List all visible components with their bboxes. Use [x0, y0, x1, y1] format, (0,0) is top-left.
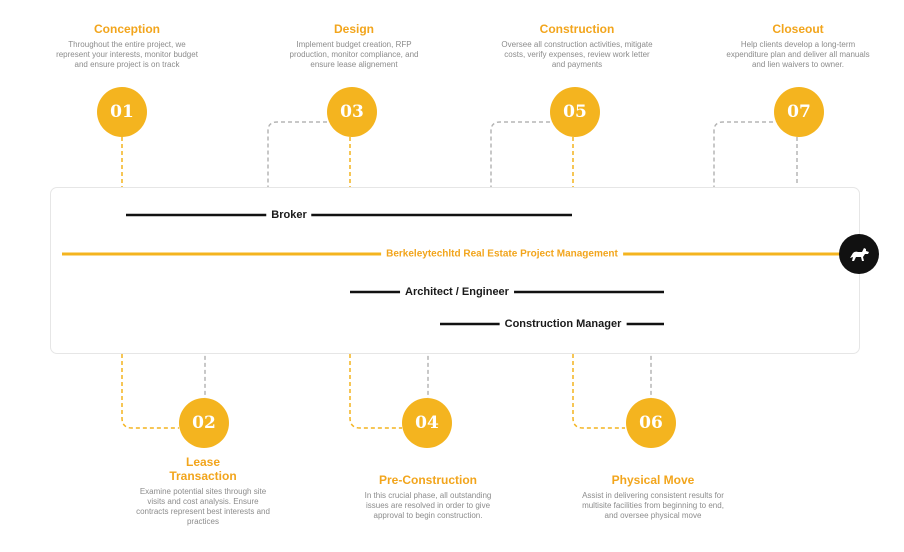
phase-02-circle: 02: [179, 398, 229, 448]
phase-06: Physical Move Assist in delivering consi…: [578, 473, 728, 521]
phase-05: Construction Oversee all construction ac…: [499, 22, 655, 70]
phase-05-desc: Oversee all construction activities, mit…: [501, 40, 653, 69]
phase-06-title: Physical Move: [611, 473, 695, 487]
phase-04-title: Pre-Construction: [378, 473, 477, 487]
phase-03-circle: 03: [327, 87, 377, 137]
phase-05-title: Construction: [539, 22, 615, 36]
phase-03: Design Implement budget creation, RFP pr…: [280, 22, 428, 70]
phase-02: Lease Transaction Examine potential site…: [132, 455, 274, 527]
phase-07-desc: Help clients develop a long-term expendi…: [726, 40, 870, 69]
dog-icon: [850, 248, 869, 261]
phase-04-desc: In this crucial phase, all outstanding i…: [364, 491, 492, 520]
phase-05-circle: 05: [550, 87, 600, 137]
connector-01-02: [121, 137, 179, 429]
architect-label: Architect / Engineer: [400, 286, 514, 298]
phase-06-desc: Assist in delivering consistent results …: [582, 491, 724, 520]
logo-badge: [839, 234, 879, 274]
broker-label: Broker: [266, 209, 312, 221]
construction-manager-label: Construction Manager: [499, 318, 627, 330]
phase-06-circle: 06: [626, 398, 676, 448]
project-management-label: Berkeleytechltd Real Estate Project Mana…: [381, 248, 623, 260]
phase-02-title: Lease Transaction: [169, 455, 237, 483]
phase-02-desc: Examine potential sites through site vis…: [136, 487, 270, 526]
phase-04-circle: 04: [402, 398, 452, 448]
phase-03-title: Design: [333, 22, 374, 36]
phase-01-circle: 01: [97, 87, 147, 137]
phase-01-title: Conception: [94, 22, 160, 36]
phase-01-desc: Throughout the entire project, we repres…: [56, 40, 198, 69]
phase-07: Closeout Help clients develop a long-ter…: [722, 22, 874, 70]
connector-05-06: [572, 137, 625, 429]
connector-03-04: [349, 137, 402, 429]
phase-07-title: Closeout: [772, 22, 824, 36]
phase-01: Conception Throughout the entire project…: [52, 22, 202, 70]
phase-04: Pre-Construction In this crucial phase, …: [354, 473, 502, 521]
phase-03-desc: Implement budget creation, RFP productio…: [289, 40, 419, 69]
phase-07-circle: 07: [774, 87, 824, 137]
